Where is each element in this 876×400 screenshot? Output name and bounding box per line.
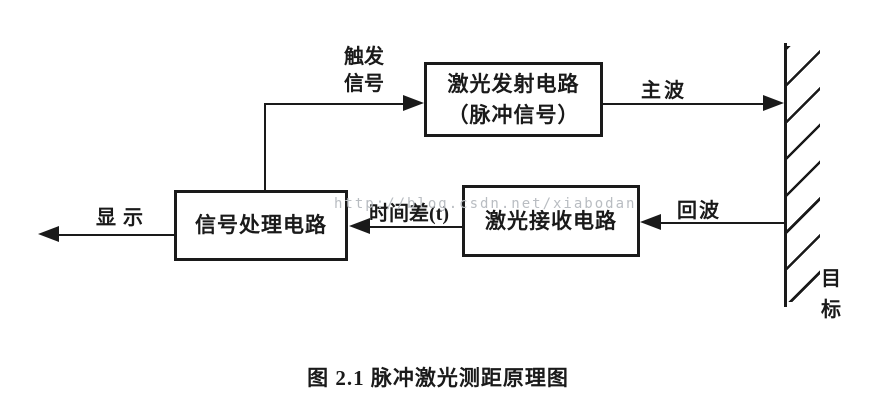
- feedback-line-vertical: [264, 104, 266, 191]
- display-label: 显示: [96, 207, 150, 229]
- target-label: 目标: [821, 268, 841, 321]
- trigger-signal-label: 触发 信号: [318, 44, 410, 98]
- trigger-label-line2: 信号: [344, 73, 384, 95]
- trigger-label-line1: 触发: [344, 46, 384, 68]
- time-difference-label: 时间差(t): [369, 203, 449, 225]
- laser-transmit-line2: （脉冲信号）: [447, 102, 580, 127]
- figure-caption: 图 2.1 脉冲激光测距原理图: [307, 366, 569, 390]
- time-difference-line: [367, 226, 462, 228]
- signal-processing-label: 信号处理电路: [195, 213, 327, 237]
- echo-label: 回波: [677, 200, 721, 222]
- laser-transmit-line1: 激光发射电路: [447, 71, 580, 96]
- laser-receive-box: 激光接收电路: [462, 185, 640, 257]
- target-wall: [784, 43, 787, 307]
- display-arrowhead-icon: [38, 226, 59, 242]
- main-wave-line: [603, 103, 765, 105]
- display-line: [56, 234, 174, 236]
- laser-transmit-box: 激光发射电路 （脉冲信号）: [424, 62, 603, 137]
- trigger-arrowhead-icon: [403, 95, 424, 111]
- laser-receive-label: 激光接收电路: [485, 208, 617, 233]
- main-wave-label: 主波: [641, 80, 687, 102]
- wall-hatching: [787, 46, 820, 302]
- trigger-line: [264, 103, 406, 105]
- signal-processing-box: 信号处理电路: [174, 190, 348, 261]
- main-wave-arrowhead-icon: [763, 95, 784, 111]
- echo-arrowhead-icon: [640, 214, 661, 230]
- echo-line: [658, 222, 785, 224]
- watermark-text: http://blog.csdn.net/xiabodan: [334, 196, 637, 212]
- time-difference-arrowhead-icon: [349, 218, 370, 234]
